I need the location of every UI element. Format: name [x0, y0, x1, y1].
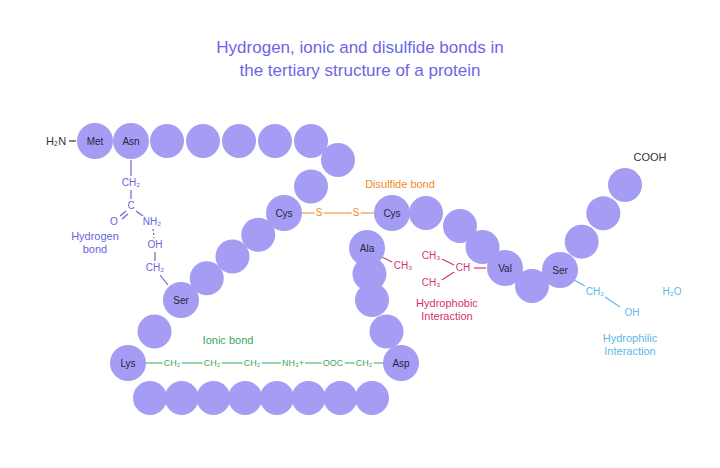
title: Hydrogen, ionic and disulfide bonds in t…: [204, 36, 516, 82]
residue-circle: [258, 124, 292, 158]
residue-node: Asp: [383, 345, 419, 381]
residue-circle: [78, 124, 112, 158]
residue-name: Asp: [392, 358, 409, 369]
residue-circle: [350, 231, 384, 265]
chem-label: OH: [624, 307, 641, 319]
residue-circle: [164, 283, 198, 317]
bond-line: [69, 140, 76, 141]
residue-circle: [294, 170, 328, 204]
residue-circle: [114, 124, 148, 158]
chem-label: CH₂: [243, 358, 262, 368]
residue-circle: [165, 381, 199, 415]
residue-name: Ser: [173, 295, 189, 306]
residue-node: Cys: [374, 195, 410, 231]
chem-label: CH₂: [121, 177, 141, 189]
bond-connector: [302, 212, 374, 213]
residue-circle: [222, 124, 256, 158]
residue-circle: [186, 124, 220, 158]
chem-label: CH₃: [393, 260, 414, 272]
residue-circle: [384, 346, 418, 380]
residue-circle: [565, 225, 599, 259]
residue-circle: [543, 253, 577, 287]
chem-label: CH: [455, 262, 471, 274]
residue-circle: [292, 381, 326, 415]
residue-name: Cys: [383, 208, 400, 219]
chem-label: COOH: [633, 151, 668, 164]
residue-circle: [488, 251, 522, 285]
chem-label: CH₂: [355, 358, 374, 368]
chem-label: CH₃: [421, 277, 442, 289]
double-bond: [122, 214, 128, 219]
hydrogen-bond-line: [153, 229, 154, 238]
chem-label: H₂N: [45, 135, 67, 148]
residue-node: Ala: [349, 230, 385, 266]
bond-line: [474, 267, 486, 268]
residue-name: Asn: [122, 136, 139, 147]
residue-name: Val: [498, 263, 512, 274]
bond-connector: [146, 362, 383, 363]
chem-label: S: [352, 207, 361, 219]
residue-circle: [196, 381, 230, 415]
residue-circle: [375, 196, 409, 230]
chem-label: CH₂: [163, 358, 182, 368]
residue-circle: [228, 381, 262, 415]
chem-label: Hydrophobic Interaction: [406, 297, 488, 322]
residue-circle: [323, 381, 357, 415]
residue-circle: [355, 381, 389, 415]
bond-line: [160, 275, 168, 285]
bond-line: [130, 160, 131, 176]
residue-name: Ser: [552, 265, 568, 276]
chem-label: CH₂: [203, 358, 222, 368]
residue-circle: [409, 196, 443, 230]
residue-circle: [260, 381, 294, 415]
chem-label: NH₂: [142, 216, 162, 228]
residue-node: Met: [77, 123, 113, 159]
residue-node: Val: [487, 250, 523, 286]
amino-acid-chain: [78, 124, 642, 415]
chem-label: CH₂: [585, 286, 605, 298]
residue-node: Lys: [110, 345, 146, 381]
residue-circle: [321, 143, 355, 177]
residue-node: Ser: [163, 282, 199, 318]
residue-circle: [586, 196, 620, 230]
chem-label: S: [315, 207, 324, 219]
bond-line: [442, 259, 454, 265]
residue-node: Asn: [113, 123, 149, 159]
residue-name: Met: [87, 136, 104, 147]
bond-line: [154, 252, 155, 261]
residue-name: Lys: [120, 358, 135, 369]
bond-line: [136, 211, 143, 216]
chem-label: Hydrogen bond: [63, 230, 127, 255]
residue-circle: [133, 381, 167, 415]
residue-circle: [608, 168, 642, 202]
chem-label: C: [126, 200, 135, 212]
residue-circle: [150, 124, 184, 158]
residue-circle: [111, 346, 145, 380]
chem-label: Hydrophilic Interaction: [589, 332, 671, 357]
residue-node: Ser: [542, 252, 578, 288]
chem-label: H₂O: [662, 286, 683, 298]
double-bond: [120, 211, 126, 216]
residue-circle: [370, 315, 404, 349]
bond-line: [130, 190, 131, 199]
residue-circle: [267, 196, 301, 230]
residue-node: Cys: [266, 195, 302, 231]
chem-label: OH: [147, 239, 164, 251]
bond-line: [442, 272, 454, 280]
chem-label: Disulfide bond: [364, 178, 436, 191]
residue-circle: [138, 315, 172, 349]
chem-label: O: [109, 216, 119, 228]
chem-label: CH₂: [145, 262, 165, 274]
chem-label: Ionic bond: [202, 334, 255, 347]
bond-line: [605, 297, 620, 307]
bond-line: [574, 280, 585, 286]
chem-label: CH₃: [421, 250, 442, 262]
residue-name: Ala: [360, 243, 374, 254]
chem-label: NH₃+: [281, 358, 305, 368]
residue-name: Cys: [275, 208, 292, 219]
chem-label: OOC: [322, 358, 345, 368]
